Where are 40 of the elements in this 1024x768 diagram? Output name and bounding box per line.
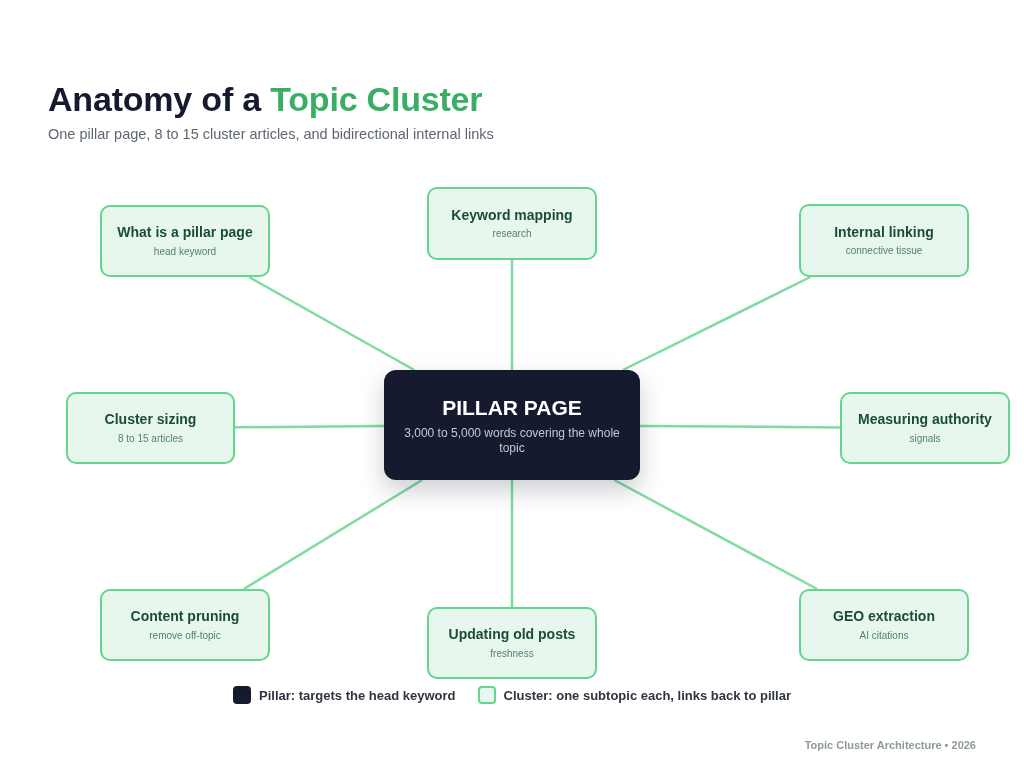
legend-text: Pillar: targets the head keyword	[259, 687, 456, 703]
node-title: Updating old posts	[448, 626, 576, 643]
cluster-node	[100, 589, 270, 661]
node-title: Measuring authority	[858, 411, 992, 428]
cluster-node	[840, 392, 1010, 464]
node-subtitle: 3,000 to 5,000 words covering the whole topic	[403, 426, 621, 455]
node-title: What is a pillar page	[117, 224, 253, 241]
node-subtitle: 8 to 15 articles	[117, 432, 183, 445]
connector-line	[248, 275, 415, 372]
cluster-node	[66, 392, 235, 464]
node-subtitle: research	[492, 228, 532, 241]
node-title: Content pruning	[130, 608, 240, 625]
node-subtitle: connective tissue	[845, 245, 923, 258]
footer-text: Topic Cluster Architecture • 2026	[804, 739, 976, 751]
node-subtitle: AI citations	[859, 629, 909, 642]
cluster-node	[100, 205, 270, 277]
node-title: Cluster sizing	[104, 411, 197, 428]
connector-line	[510, 260, 514, 370]
subtitle: One pillar page, 8 to 15 cluster articles, and bidirectional internal links	[48, 126, 494, 142]
connector-line	[243, 478, 423, 591]
node-subtitle: signals	[909, 432, 941, 445]
node-title: PILLAR PAGE	[442, 395, 582, 421]
connector-line	[640, 424, 840, 429]
node-subtitle: remove off-topic	[149, 629, 221, 642]
connector-line	[510, 480, 514, 607]
node-title: GEO extraction	[833, 608, 935, 625]
node-title: Keyword mapping	[451, 206, 573, 224]
title: Anatomy of a Topic Cluster	[48, 80, 483, 119]
cluster-node	[427, 607, 597, 679]
connector-line	[235, 424, 384, 429]
pillar-node	[384, 370, 640, 480]
cluster-node	[799, 589, 969, 661]
cluster-node	[427, 187, 597, 260]
connector-line	[622, 275, 811, 372]
cluster-node	[799, 204, 969, 277]
node-subtitle: head keyword	[153, 245, 217, 258]
connector-line	[613, 478, 818, 591]
node-subtitle: freshness	[490, 647, 534, 660]
node-title: Internal linking	[834, 223, 934, 241]
legend-text: Cluster: one subtopic each, links back to pillar	[503, 687, 791, 703]
